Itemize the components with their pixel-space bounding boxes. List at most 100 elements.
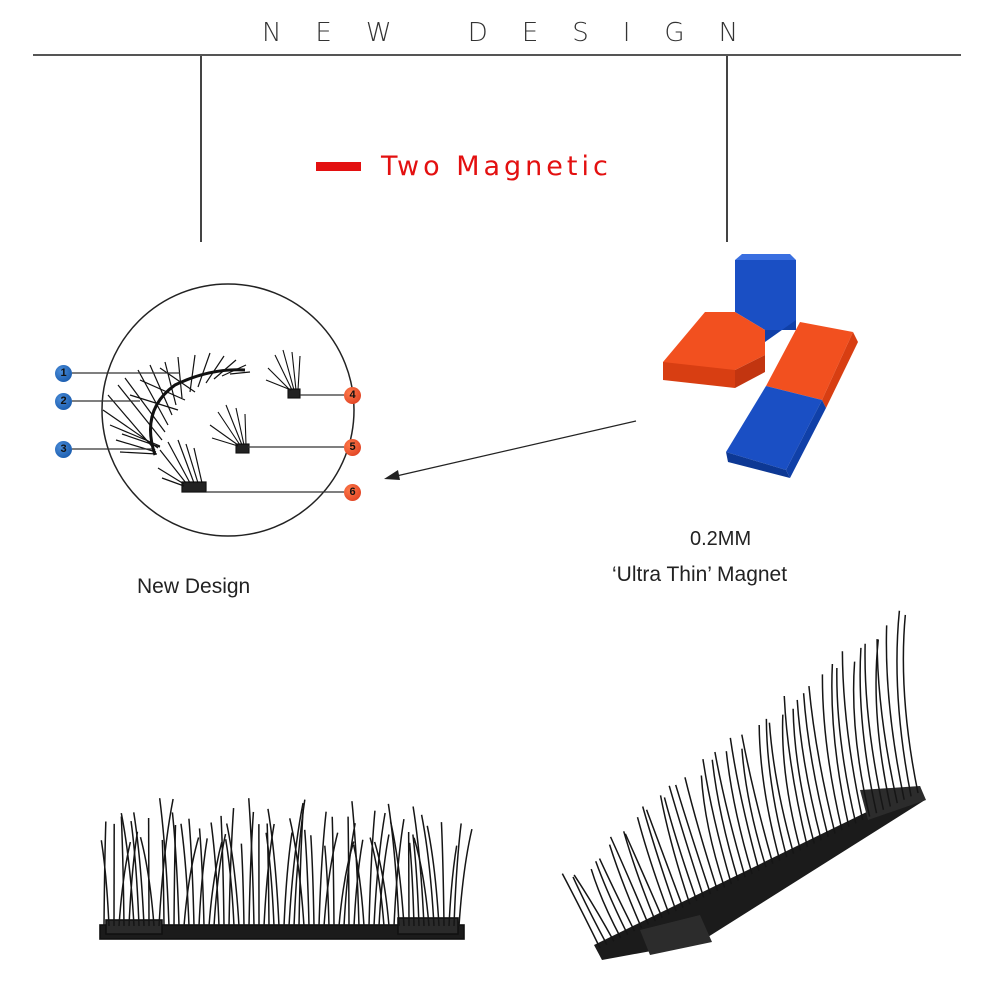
lash-hair xyxy=(248,811,255,927)
lash-hair xyxy=(758,725,781,861)
lash-hair xyxy=(220,815,225,927)
lash-hair xyxy=(802,693,829,837)
callout-6: 6 xyxy=(344,484,361,501)
callout-5: 5 xyxy=(344,439,361,456)
lash-hair xyxy=(324,845,330,927)
diagram-small-lash-4 xyxy=(265,349,301,399)
lash-hair xyxy=(590,868,622,939)
red-bar-marker xyxy=(316,161,361,171)
diagram-small-lash-5 xyxy=(209,404,250,454)
lash-hair xyxy=(368,810,376,927)
lash-hair xyxy=(188,818,195,927)
lash-hair xyxy=(608,844,643,929)
lash-hair xyxy=(725,751,753,875)
lash-hair xyxy=(183,837,200,927)
new-design-caption: New Design xyxy=(137,575,251,598)
lash-hair xyxy=(120,816,125,927)
lash-hair xyxy=(561,873,601,949)
lash-hair xyxy=(700,775,726,888)
lash-strip-left xyxy=(99,917,465,940)
lash-hair xyxy=(139,836,155,927)
lash-hair xyxy=(413,837,430,927)
lash-hair xyxy=(598,858,636,932)
lash-hair xyxy=(859,647,878,814)
callout-4: 4 xyxy=(344,387,361,404)
lash-hair xyxy=(711,759,739,881)
lash-hair xyxy=(781,714,802,851)
lash-hair xyxy=(902,614,919,794)
lash-hair xyxy=(426,825,440,927)
lash-hair xyxy=(641,806,677,912)
lash-hair xyxy=(458,828,473,927)
lash-hair xyxy=(841,651,864,821)
lash-hair xyxy=(318,811,327,927)
lash-hair xyxy=(741,748,767,868)
lash-hair xyxy=(702,758,733,885)
lash-hair xyxy=(595,860,629,935)
lash-hair xyxy=(267,808,280,927)
callout-1: 1 xyxy=(55,365,72,382)
lash-hair xyxy=(783,695,809,848)
lash-hair xyxy=(609,836,650,925)
lash-hair xyxy=(158,798,170,927)
lash-hair xyxy=(208,841,223,927)
lash-hair xyxy=(118,841,132,927)
lash-hair xyxy=(448,845,458,927)
lash-hair xyxy=(266,823,270,927)
diagram-small-lash-6 xyxy=(157,439,207,493)
lash-hair xyxy=(120,812,135,927)
lash-hair xyxy=(323,832,339,927)
lash-hair xyxy=(636,816,670,915)
lash-hair xyxy=(331,816,335,927)
diagram-main-lash xyxy=(102,352,251,456)
lash-hair xyxy=(310,835,315,927)
lash-hair xyxy=(896,610,912,797)
lash-hair xyxy=(247,798,255,927)
lash-hair xyxy=(173,825,177,927)
magnet-right xyxy=(726,322,858,478)
lash-hair xyxy=(352,844,365,927)
right-frame-line xyxy=(726,56,728,242)
lash-hair xyxy=(298,808,304,927)
lash-hair xyxy=(303,829,310,927)
lash-hair xyxy=(224,839,235,927)
lash-hair xyxy=(389,821,405,927)
magnet-left xyxy=(663,254,796,388)
lash-hair xyxy=(288,802,304,927)
callout-3: 3 xyxy=(55,441,72,458)
lash-hair xyxy=(283,832,293,927)
lash-hair xyxy=(668,785,705,898)
lash-hair xyxy=(624,833,663,918)
lash-hair xyxy=(198,828,205,927)
lash-hair xyxy=(373,841,390,927)
left-lash-hairs xyxy=(100,798,473,927)
lash-hair xyxy=(130,820,140,927)
lash-hair xyxy=(864,643,885,811)
callout-leaders xyxy=(72,372,344,493)
lash-hair xyxy=(572,876,608,945)
lash-hair xyxy=(729,737,760,871)
lash-hair xyxy=(369,837,385,927)
header-title: NEW DESIGN xyxy=(261,18,773,48)
lash-hair xyxy=(288,818,305,927)
lash-hair xyxy=(387,803,400,927)
lash-hair xyxy=(768,722,795,854)
left-frame-line xyxy=(200,56,202,242)
lash-hair xyxy=(765,718,788,858)
lash-hair xyxy=(420,814,435,927)
lash-hair xyxy=(180,823,190,927)
lash-hair xyxy=(808,685,836,834)
lash-hair xyxy=(876,639,898,804)
lash-hair xyxy=(623,831,656,922)
lash-hair xyxy=(573,874,615,942)
lash-hair xyxy=(659,795,691,905)
magnet-thickness: 0.2MM xyxy=(690,528,752,550)
lash-hair xyxy=(663,797,698,902)
lash-hair xyxy=(674,784,712,895)
lash-hair xyxy=(171,812,180,927)
right-lash-hairs xyxy=(561,610,919,949)
lash-hair xyxy=(225,823,240,927)
pointer-arrow xyxy=(384,420,637,480)
lash-hair xyxy=(684,777,719,891)
